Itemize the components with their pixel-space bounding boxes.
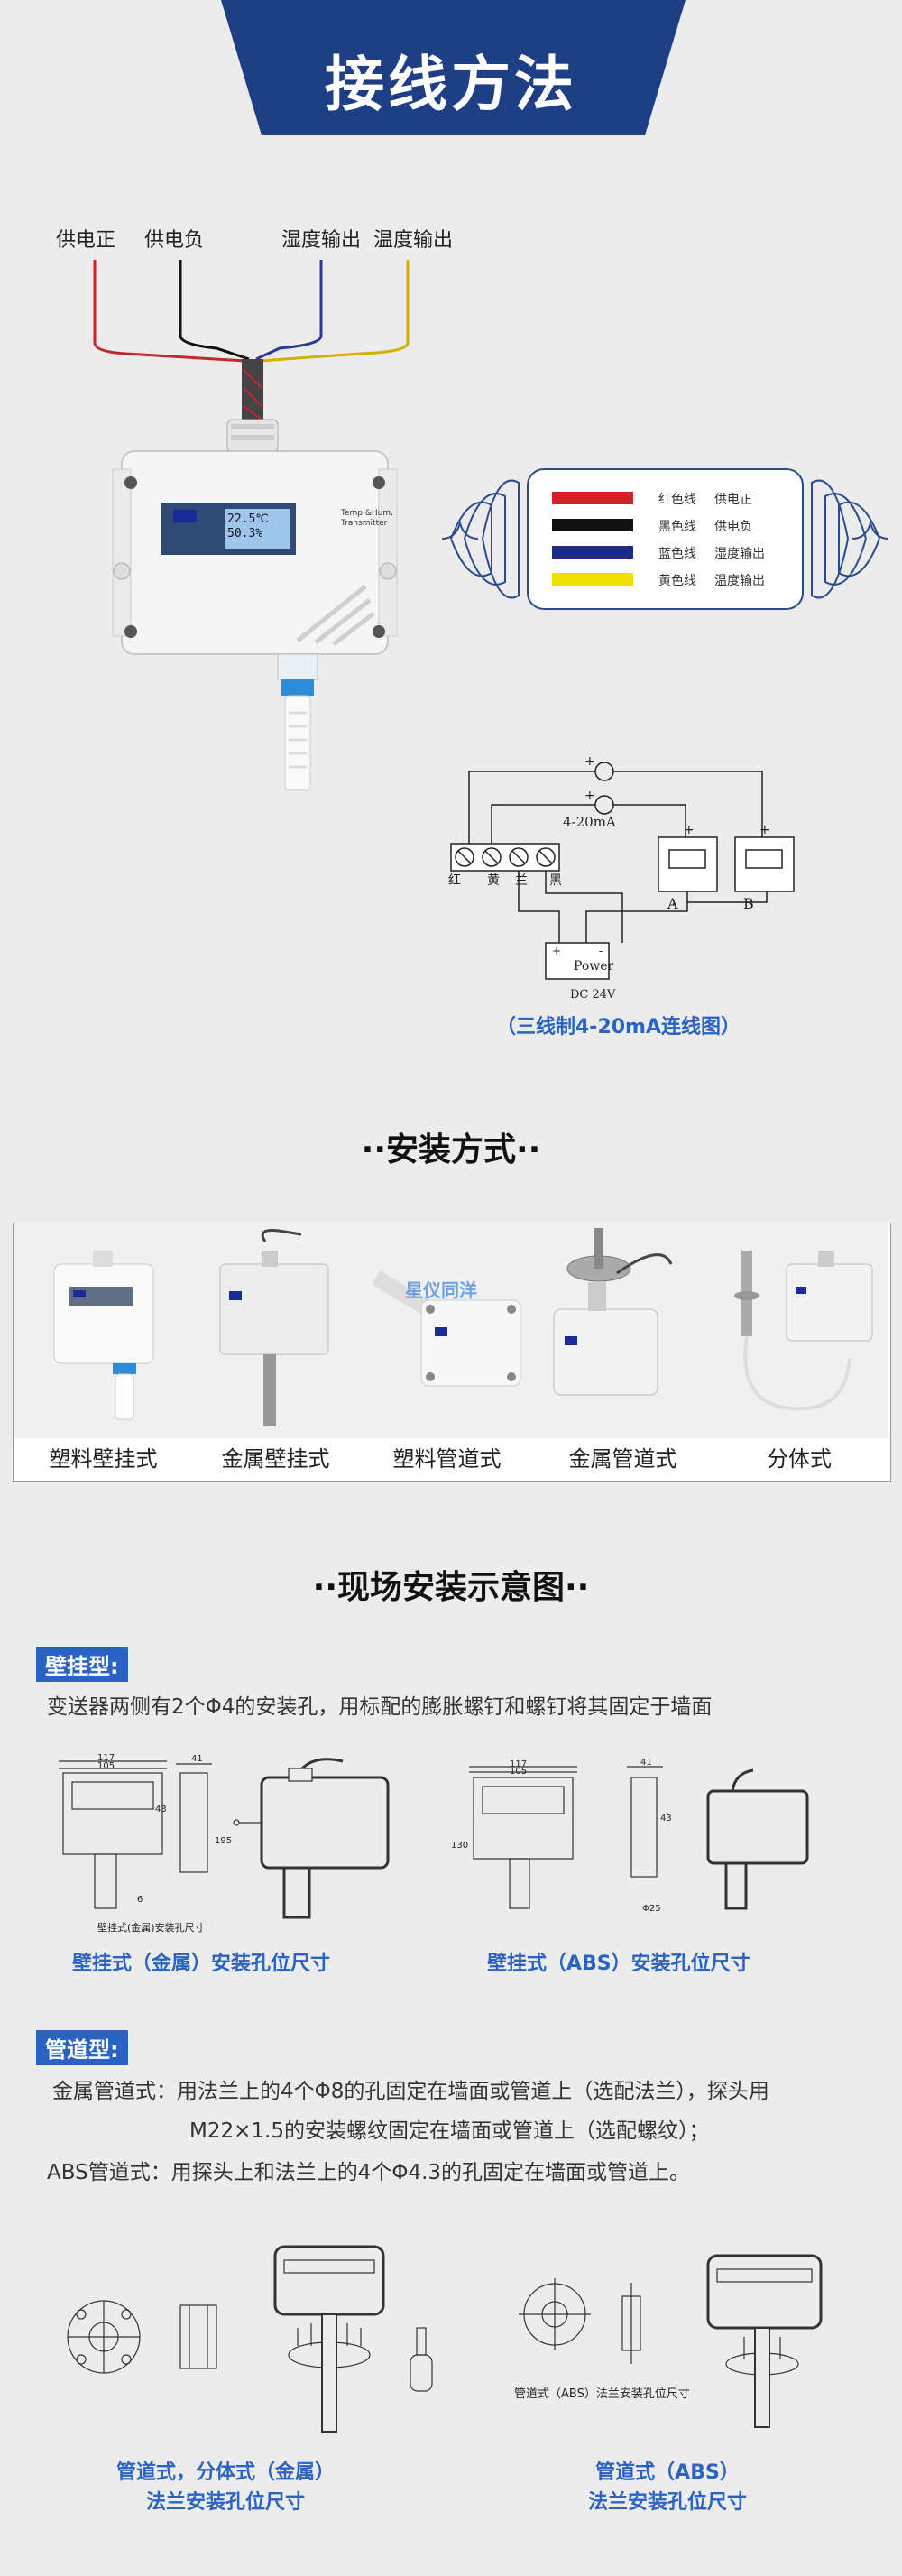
- dimension-label: 43: [660, 1814, 672, 1824]
- legend-function: 供电负: [714, 520, 752, 534]
- wire-label-power-positive: 供电正: [56, 229, 116, 252]
- install-methods-heading: ··安装方式··: [361, 1131, 541, 1168]
- split-type-photo: [710, 1223, 888, 1439]
- metal-duct-mount-photo: [536, 1223, 710, 1439]
- install-methods-table: 塑料壁挂式 金属壁挂式 星仪同洋 塑料管道式: [13, 1223, 891, 1482]
- install-item: 分体式: [710, 1223, 888, 1481]
- header-banner: 接线方法: [0, 0, 902, 135]
- dimension-label: 105: [97, 1761, 115, 1771]
- device-brand-text: Temp &Hum. Transmitter: [341, 509, 393, 528]
- install-item-label: 塑料管道式: [358, 1438, 536, 1481]
- circuit-current-label: 4-20mA: [563, 814, 616, 830]
- meter-b-label: B: [743, 895, 754, 912]
- dimension-label: 195: [215, 1836, 233, 1846]
- wall-metal-caption: 壁挂式（金属）安装孔位尺寸: [72, 1953, 331, 1975]
- supply-voltage-label: DC 24V: [570, 988, 616, 1002]
- svg-text:+: +: [684, 823, 695, 837]
- install-item: 塑料壁挂式: [14, 1223, 194, 1481]
- duct-metal-caption-line1: 管道式，分体式（金属）: [115, 2461, 335, 2484]
- legend-color-name: 黑色线: [658, 520, 696, 534]
- duct-mount-tag: 管道型:: [36, 2030, 128, 2065]
- meter-a-label: A: [667, 895, 678, 912]
- duct-abs-caption-line1: 管道式（ABS）: [595, 2461, 740, 2484]
- install-item: 金属管道式: [536, 1223, 711, 1481]
- duct-metal-flange-drawing: [67, 2245, 433, 2433]
- dimension-label: 41: [640, 1758, 652, 1768]
- legend-function: 供电正: [714, 493, 752, 507]
- dimension-label: 117: [97, 1753, 115, 1763]
- svg-text:+: +: [552, 945, 561, 957]
- duct-metal-description-line2: M22×1.5的安装螺纹固定在墙面或管道上（选配螺纹）；: [189, 2119, 710, 2143]
- duct-abs-description: ABS管道式：用探头上和法兰上的4个Φ4.3的孔固定在墙面或管道上。: [47, 2161, 691, 2184]
- terminal-label-red: 红: [448, 873, 461, 888]
- dimension-label: 117: [510, 1759, 528, 1769]
- install-item: 金属壁挂式: [193, 1223, 359, 1481]
- duct-abs-flange-drawing: [519, 2254, 823, 2428]
- install-item-label: 塑料壁挂式: [14, 1438, 193, 1481]
- terminal-label-blue: 兰: [515, 873, 528, 888]
- legend-color-name: 黄色线: [658, 574, 696, 588]
- wall-mount-description: 变送器两侧有2个Φ4的安装孔，用标配的膨胀螺钉和螺钉将其固定于墙面: [47, 1695, 713, 1719]
- dimension-label: 41: [191, 1754, 203, 1764]
- install-item-label: 分体式: [710, 1438, 888, 1481]
- circuit-caption: （三线制4-20mA连线图）: [496, 1016, 741, 1039]
- legend-swatch-red: [552, 492, 633, 504]
- wall-metal-drawing-note: 壁挂式(金属)安装孔尺寸: [97, 1922, 205, 1934]
- duct-abs-drawing-note: 管道式（ABS）法兰安装孔位尺寸: [514, 2387, 690, 2401]
- duct-abs-caption-line2: 法兰安装孔位尺寸: [587, 2491, 747, 2514]
- install-item-label: 金属管道式: [536, 1438, 710, 1481]
- wall-abs-dimension-drawing: [469, 1766, 809, 1910]
- wire-color-legend-frame: [441, 468, 889, 610]
- legend-swatch-black: [552, 519, 633, 531]
- page-title: 接线方法: [325, 50, 577, 119]
- power-box-label: Power: [574, 959, 614, 974]
- svg-text:-: -: [749, 897, 753, 911]
- device-screen-readout: 22.5℃ 50.3%: [227, 512, 269, 540]
- svg-text:+: +: [584, 754, 595, 769]
- legend-swatch-blue: [552, 546, 633, 559]
- duct-metal-description-line1: 金属管道式：用法兰上的4个Φ8的孔固定在墙面或管道上（选配法兰），探头用: [52, 2080, 769, 2103]
- wall-abs-caption: 壁挂式（ABS）安装孔位尺寸: [487, 1953, 750, 1975]
- dimension-label: 6: [137, 1895, 143, 1905]
- legend-color-name: 红色线: [658, 493, 696, 507]
- legend-color-name: 蓝色线: [658, 547, 696, 561]
- dimension-label: 130: [451, 1841, 469, 1851]
- transmitter-wiring-illustration: [93, 260, 410, 791]
- onsite-install-heading: ··现场安装示意图··: [312, 1569, 590, 1606]
- dimension-label: 105: [510, 1767, 528, 1777]
- plastic-duct-mount-photo: [358, 1223, 536, 1439]
- install-item: 星仪同洋 塑料管道式: [358, 1223, 537, 1481]
- svg-text:-: -: [672, 897, 676, 911]
- three-wire-circuit-diagram: + + + + - - + -: [450, 754, 795, 980]
- dimension-label: 43: [155, 1805, 167, 1814]
- dimension-label: Φ25: [642, 1904, 661, 1914]
- svg-text:+: +: [759, 823, 770, 837]
- terminal-label-yellow: 黄: [487, 873, 500, 888]
- wall-mount-tag: 壁挂型:: [36, 1647, 128, 1682]
- metal-wall-mount-photo: [193, 1223, 358, 1439]
- duct-metal-caption-line2: 法兰安装孔位尺寸: [145, 2491, 305, 2514]
- svg-text:+: +: [584, 789, 595, 803]
- wire-label-temperature-output: 温度输出: [373, 229, 454, 252]
- svg-text:-: -: [599, 945, 603, 957]
- plastic-wall-mount-photo: [14, 1223, 193, 1439]
- legend-function: 温度输出: [714, 574, 765, 588]
- watermark-logo: 星仪同洋: [405, 1279, 477, 1301]
- wall-metal-dimension-drawing: [59, 1758, 390, 1919]
- legend-function: 湿度输出: [714, 547, 765, 561]
- wire-label-humidity-output: 湿度输出: [281, 229, 362, 252]
- wire-label-power-negative: 供电负: [144, 229, 205, 252]
- legend-swatch-yellow: [552, 573, 633, 586]
- install-item-label: 金属壁挂式: [193, 1438, 358, 1481]
- terminal-label-black: 黑: [549, 873, 562, 888]
